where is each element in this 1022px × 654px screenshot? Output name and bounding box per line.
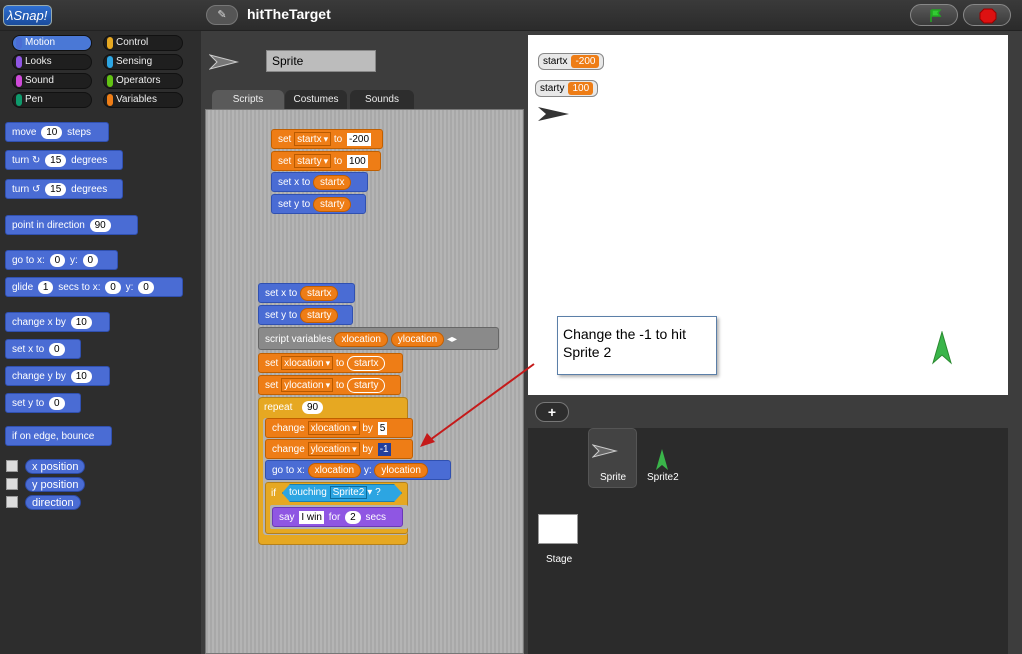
green-flag-button[interactable] xyxy=(910,4,958,26)
category-color-swatch xyxy=(16,56,22,68)
callout-arrow xyxy=(420,363,535,447)
category-sound[interactable]: Sound xyxy=(12,73,92,89)
stage-thumbnail[interactable] xyxy=(538,514,578,544)
project-title: hitTheTarget xyxy=(247,6,331,22)
block-glide[interactable]: glide 1 secs to x: 0 y: 0 xyxy=(5,277,183,297)
block-set-ylocation[interactable]: set ylocation to starty xyxy=(258,375,401,395)
pencil-icon[interactable]: ✎ xyxy=(206,5,238,25)
top-bar xyxy=(0,0,1022,31)
block-set-startx[interactable]: set startx to -200 xyxy=(271,129,383,149)
category-motion[interactable]: Motion xyxy=(12,35,92,51)
reporter-y-position[interactable]: y position xyxy=(25,477,86,492)
green-flag-icon xyxy=(930,9,942,22)
sprite-on-stage-icon[interactable] xyxy=(537,105,571,123)
sprite-card-sprite[interactable] xyxy=(588,428,637,488)
category-color-swatch xyxy=(16,94,22,106)
sprite-name-field[interactable]: Sprite xyxy=(266,50,376,72)
snap-logo-button[interactable]: λSnap! xyxy=(3,5,52,26)
block-change-y[interactable]: change y by 10 xyxy=(5,366,110,386)
repeat-count[interactable]: 90 xyxy=(302,401,324,414)
block-set-y-starty-2[interactable]: set y to starty xyxy=(258,305,353,325)
block-set-x[interactable]: set x to 0 xyxy=(5,339,81,359)
category-color-swatch xyxy=(16,37,22,49)
block-point-direction[interactable]: point in direction 90 xyxy=(5,215,138,235)
block-set-x-startx[interactable]: set x to startx xyxy=(271,172,368,192)
block-script-variables[interactable]: script variables xlocation ylocation ◂▸ xyxy=(258,327,499,350)
block-go-to[interactable]: go to x: 0 y: 0 xyxy=(5,250,118,270)
sprite2-thumbnail-icon[interactable] xyxy=(655,448,669,472)
checkbox-y-position[interactable] xyxy=(6,478,18,490)
sprite-thumbnail-icon xyxy=(592,444,618,458)
stage-label: Stage xyxy=(546,554,573,565)
block-set-y-starty[interactable]: set y to starty xyxy=(271,194,366,214)
sprite2-card-label[interactable]: Sprite2 xyxy=(647,472,679,483)
stop-button[interactable] xyxy=(963,4,1011,26)
category-color-swatch xyxy=(107,75,113,87)
block-bounce[interactable]: if on edge, bounce xyxy=(5,426,112,446)
block-set-xlocation[interactable]: set xlocation to startx xyxy=(258,353,403,373)
block-turn-ccw[interactable]: turn ↺ 15 degrees xyxy=(5,179,123,199)
block-move[interactable]: move 10 steps xyxy=(5,122,109,142)
block-set-x-startx-2[interactable]: set x to startx xyxy=(258,283,355,303)
checkbox-x-position[interactable] xyxy=(6,460,18,472)
block-set-y[interactable]: set y to 0 xyxy=(5,393,81,413)
if-label: if xyxy=(271,488,276,499)
tab-sounds[interactable]: Sounds xyxy=(350,90,414,110)
add-sprite-button[interactable]: + xyxy=(535,402,569,422)
block-set-starty[interactable]: set starty to 100 xyxy=(271,151,381,171)
sprite-card-label: Sprite xyxy=(600,472,627,483)
category-color-swatch xyxy=(107,37,113,49)
block-go-to-xy[interactable]: go to x: xlocation y: ylocation xyxy=(265,460,451,480)
category-color-swatch xyxy=(107,94,113,106)
block-change-xlocation[interactable]: change xlocation by 5 xyxy=(265,418,413,438)
category-color-swatch xyxy=(16,75,22,87)
sprite-arrow-icon xyxy=(209,54,239,70)
category-sensing[interactable]: Sensing xyxy=(103,54,183,70)
instruction-callout: Change the -1 to hit Sprite 2 xyxy=(557,316,717,375)
category-pen[interactable]: Pen xyxy=(12,92,92,108)
block-change-ylocation[interactable]: change ylocation by -1 xyxy=(265,439,413,459)
touching-predicate[interactable]: touching Sprite2▾ ? xyxy=(282,484,402,502)
stop-sign-icon xyxy=(979,8,997,24)
arrows-icon[interactable]: ◂▸ xyxy=(446,334,458,345)
corral-bar xyxy=(528,398,1008,428)
block-say-for-secs[interactable]: say I win for 2 secs xyxy=(272,507,403,527)
category-operators[interactable]: Operators xyxy=(103,73,183,89)
category-looks[interactable]: Looks xyxy=(12,54,92,70)
category-control[interactable]: Control xyxy=(103,35,183,51)
sprite2-on-stage-icon[interactable] xyxy=(931,331,953,365)
block-change-x[interactable]: change x by 10 xyxy=(5,312,110,332)
category-color-swatch xyxy=(107,56,113,68)
block-turn-cw[interactable]: turn ↻ 15 degrees xyxy=(5,150,123,170)
reporter-x-position[interactable]: x position xyxy=(25,459,86,474)
category-variables[interactable]: Variables xyxy=(103,92,183,108)
reporter-direction[interactable]: direction xyxy=(25,495,81,510)
repeat-label: repeat xyxy=(264,402,293,413)
checkbox-direction[interactable] xyxy=(6,496,18,508)
watcher-startx[interactable]: startx-200 xyxy=(538,53,605,70)
tab-scripts[interactable]: Scripts xyxy=(212,90,284,110)
tab-costumes[interactable]: Costumes xyxy=(285,90,347,110)
